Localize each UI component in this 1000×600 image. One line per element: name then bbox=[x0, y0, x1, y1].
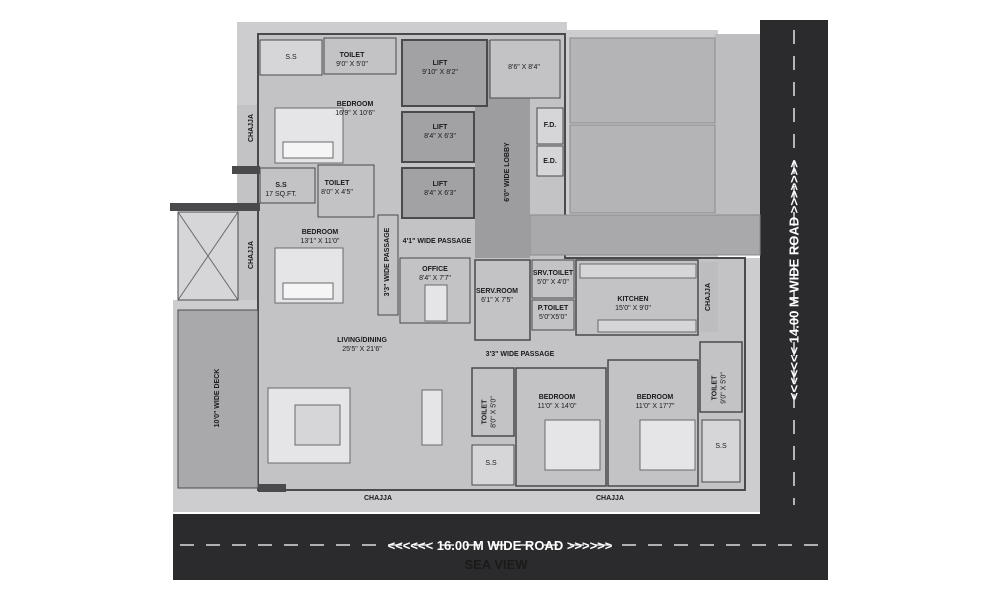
chajja-kitchen bbox=[700, 262, 718, 332]
ed-label: E.D. bbox=[543, 158, 557, 165]
chajja-bottom-2: CHAJJA bbox=[595, 495, 625, 502]
lift-3 bbox=[401, 167, 475, 219]
deck-label: 10'0" WIDE DECK bbox=[213, 368, 221, 428]
toilet-top-box bbox=[323, 37, 397, 75]
stair-a bbox=[569, 37, 716, 124]
fd-label: F.D. bbox=[543, 122, 557, 129]
ss-b1-box bbox=[471, 444, 515, 486]
ss-b2-box bbox=[701, 419, 741, 483]
bed-1-pillow bbox=[282, 141, 334, 159]
bed-2-pillow bbox=[282, 282, 334, 300]
kitchen-counter-bottom bbox=[597, 319, 697, 333]
chajja-left-2: CHAJJA bbox=[247, 240, 255, 270]
serv-room-box bbox=[474, 259, 531, 341]
vert-passage bbox=[377, 214, 399, 316]
wall-left-top bbox=[170, 203, 260, 211]
landing-label: 8'6" X 8'4" bbox=[508, 64, 540, 71]
stair-b bbox=[569, 124, 716, 214]
chajja-kitchen-label: CHAJJA bbox=[704, 282, 712, 312]
east-road-label: <<<<<<< 14.00 M WIDE ROAD >>>>>>> bbox=[786, 160, 802, 400]
ss-b2-label: S.S bbox=[715, 443, 727, 450]
lobby-label: 6'0" WIDE LOBBY bbox=[503, 142, 511, 202]
ss-17-box bbox=[259, 167, 316, 204]
p-toilet-box bbox=[531, 299, 575, 331]
wall-small bbox=[232, 166, 260, 174]
terrace-grid bbox=[529, 214, 761, 256]
ss-b1-label: S.S bbox=[485, 460, 497, 467]
passage4-label: 4'1" WIDE PASSAGE bbox=[402, 238, 472, 245]
ss-top-label: S.S bbox=[285, 54, 297, 61]
dining-table bbox=[421, 389, 443, 446]
chajja-bottom-1: CHAJJA bbox=[363, 495, 393, 502]
landing bbox=[489, 39, 561, 99]
ss-top-box bbox=[259, 39, 323, 76]
chajja-left-1: CHAJJA bbox=[247, 113, 255, 143]
chajja-left-strip bbox=[237, 105, 257, 300]
passage3v-label: 3'3" WIDE PASSAGE bbox=[383, 227, 391, 297]
south-road-label: <<<<<< 16.00 M WIDE ROAD >>>>>> bbox=[387, 538, 613, 553]
lift-2 bbox=[401, 111, 475, 163]
south-road bbox=[173, 514, 828, 580]
rug bbox=[294, 404, 341, 446]
bed-4 bbox=[639, 419, 696, 471]
passage3h-label: 3'3" WIDE PASSAGE bbox=[485, 351, 555, 358]
kitchen-counter-top bbox=[579, 263, 697, 279]
srv-toilet-box bbox=[531, 259, 575, 299]
bed-3 bbox=[544, 419, 601, 471]
lift-1 bbox=[401, 39, 488, 107]
fire-duct bbox=[536, 107, 564, 145]
deck bbox=[177, 309, 259, 489]
electric-duct bbox=[536, 145, 564, 177]
office-desk bbox=[424, 284, 448, 322]
court-x2 bbox=[177, 211, 239, 301]
toilet-2-box bbox=[317, 164, 375, 218]
bottom-wall bbox=[258, 484, 286, 492]
toilet-4-box bbox=[699, 341, 743, 413]
toilet-3-box bbox=[471, 367, 515, 437]
sea-view-label: SEA VIEW bbox=[464, 557, 528, 572]
